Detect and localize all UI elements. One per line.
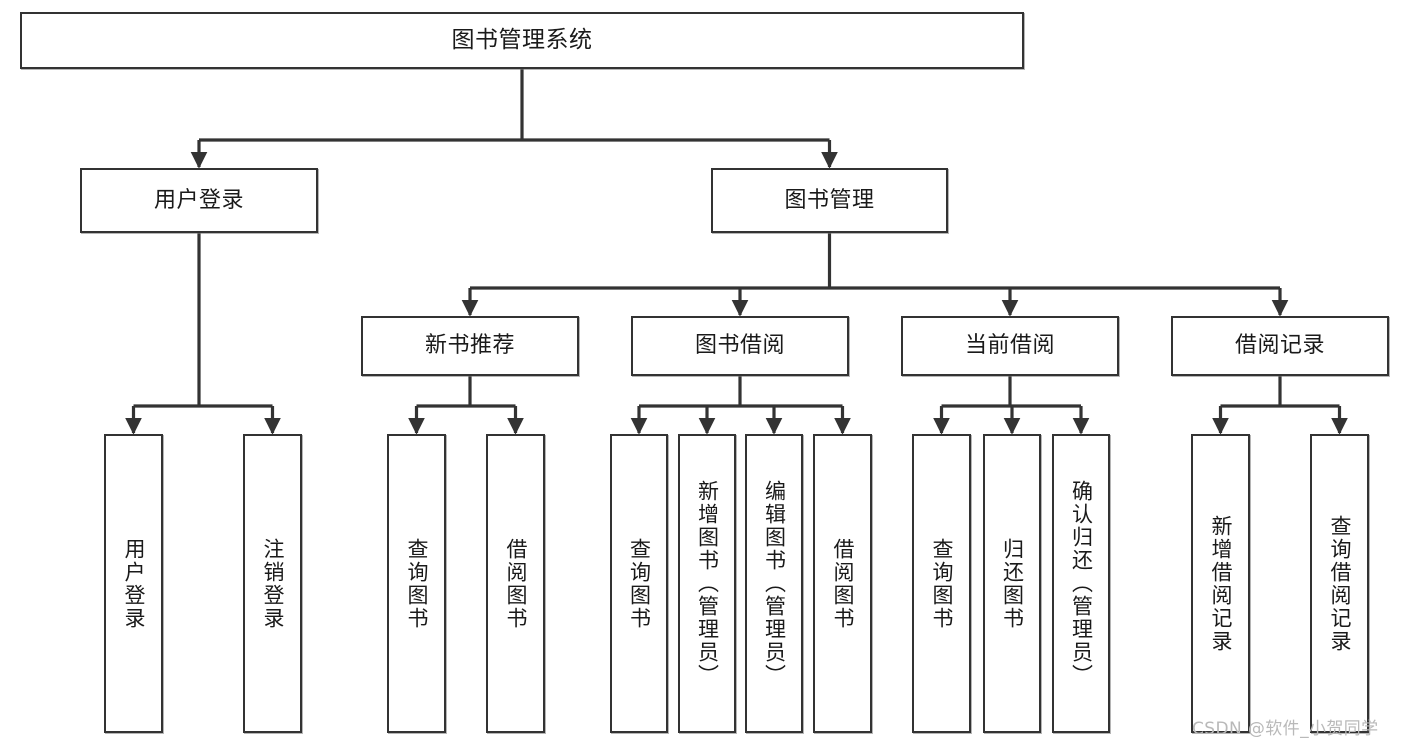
node-leaf-rec-query[interactable]: 查询借阅记录 [1310,434,1369,733]
node-root[interactable]: 图书管理系统 [20,12,1024,69]
node-newbook[interactable]: 新书推荐 [361,316,579,376]
node-label: 用户登录 [121,537,146,630]
node-leaf-bw-edit[interactable]: 编辑图书（管理员） [745,434,803,733]
node-leaf-login[interactable]: 用户登录 [104,434,163,733]
node-label: 图书管理 [784,187,875,213]
node-leaf-bw-query[interactable]: 查询图书 [610,434,668,733]
node-label: 新增图书（管理员） [695,480,720,687]
node-leaf-bw-add[interactable]: 新增图书（管理员） [678,434,736,733]
node-label: 新书推荐 [424,333,515,359]
node-bookmgmt[interactable]: 图书管理 [711,168,948,233]
node-borrow[interactable]: 图书借阅 [631,316,849,376]
node-leaf-cur-query[interactable]: 查询图书 [912,434,971,733]
node-records[interactable]: 借阅记录 [1171,316,1389,376]
node-label: 新增借阅记录 [1208,514,1233,653]
node-leaf-bw-borrow[interactable]: 借阅图书 [813,434,872,733]
node-label: 归还图书 [1000,537,1025,630]
node-leaf-logout[interactable]: 注销登录 [243,434,302,733]
node-label: 图书管理系统 [451,27,593,54]
csdn-watermark: CSDN @软件_小贺同学 [1192,719,1379,739]
node-label: 图书借阅 [694,333,785,359]
node-label: 查询图书 [929,537,954,630]
node-label: 编辑图书（管理员） [762,480,787,687]
node-label: 查询借阅记录 [1327,514,1352,653]
node-leaf-nb-query[interactable]: 查询图书 [387,434,446,733]
node-label: 确认归还（管理员） [1069,480,1094,687]
node-leaf-cur-return[interactable]: 归还图书 [983,434,1041,733]
node-label: 借阅图书 [830,537,855,630]
node-label: 借阅记录 [1234,333,1325,359]
node-label: 借阅图书 [503,537,528,630]
node-leaf-rec-add[interactable]: 新增借阅记录 [1191,434,1250,733]
node-label: 查询图书 [627,537,652,630]
node-label: 当前借阅 [964,333,1055,359]
node-label: 注销登录 [260,537,285,630]
node-leaf-cur-confirm[interactable]: 确认归还（管理员） [1052,434,1110,733]
node-label: 查询图书 [404,537,429,630]
node-current[interactable]: 当前借阅 [901,316,1119,376]
node-label: 用户登录 [153,187,244,213]
node-login[interactable]: 用户登录 [80,168,318,233]
node-leaf-nb-borrow[interactable]: 借阅图书 [486,434,545,733]
